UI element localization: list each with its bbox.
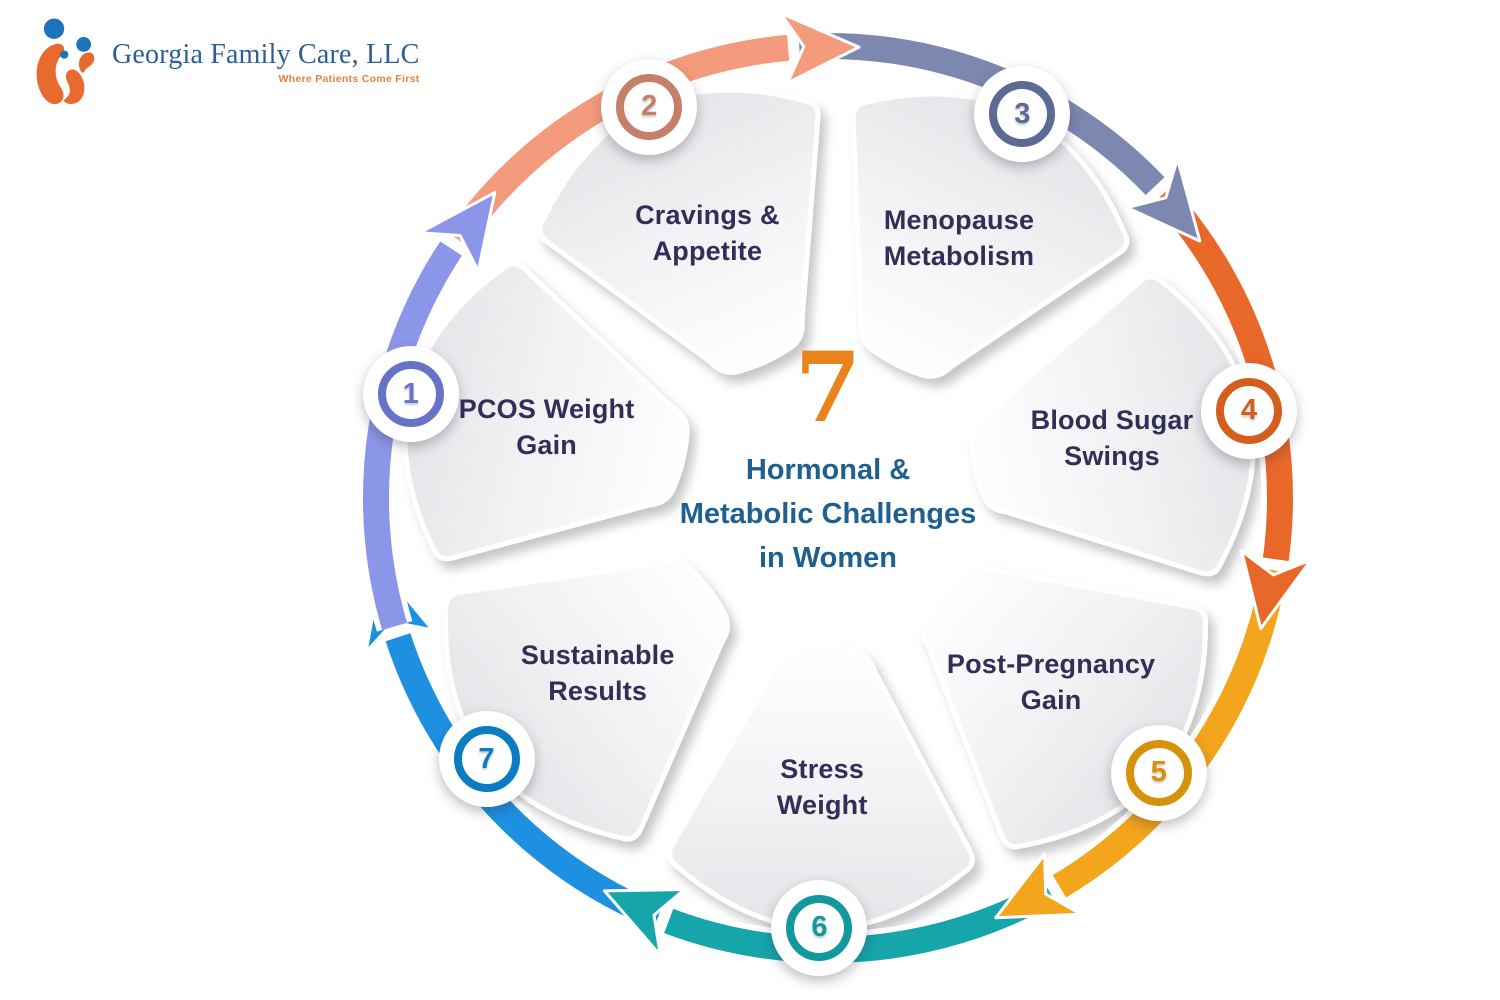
label-line: Weight bbox=[776, 789, 868, 820]
family-logo-icon bbox=[36, 18, 95, 105]
arrow-head-1 bbox=[418, 191, 497, 273]
title-line: in Women bbox=[758, 542, 898, 575]
badge-ring: 4 bbox=[1216, 377, 1283, 444]
badge-6: 6 bbox=[771, 879, 868, 976]
title-line: Hormonal & bbox=[745, 453, 911, 486]
label-line: Blood Sugar bbox=[1030, 405, 1194, 436]
arrow-head-4 bbox=[1240, 549, 1313, 631]
label-line: Gain bbox=[516, 429, 577, 460]
arrow-head-2 bbox=[779, 11, 861, 85]
label-line: Stress bbox=[780, 753, 865, 784]
label-line: Menopause bbox=[883, 205, 1035, 236]
badge-ring: 7 bbox=[453, 726, 520, 793]
petal-4 bbox=[968, 273, 1256, 577]
title-line: Metabolic Challenges bbox=[679, 497, 977, 530]
badge-number: 2 bbox=[641, 90, 658, 123]
arrow-head-5 bbox=[994, 852, 1083, 920]
badge-7: 7 bbox=[438, 711, 535, 808]
label-line: Cravings & bbox=[635, 200, 780, 231]
badge-1: 1 bbox=[362, 346, 459, 442]
challenge-count: 7 bbox=[794, 330, 862, 444]
logo: Georgia Family Care, LLC Where Patients … bbox=[30, 14, 420, 110]
badge-ring: 2 bbox=[616, 73, 683, 140]
label-line: Swings bbox=[1064, 441, 1160, 472]
arrow-head-6 bbox=[603, 888, 686, 957]
badge-ring: 6 bbox=[786, 894, 853, 961]
petal-2 bbox=[537, 87, 821, 375]
badge-number: 4 bbox=[1241, 394, 1258, 427]
label-line: PCOS Weight bbox=[458, 393, 635, 424]
badge-4: 4 bbox=[1201, 362, 1298, 459]
petal-6 bbox=[666, 645, 975, 933]
badge-ring: 5 bbox=[1125, 739, 1192, 806]
label-2: Cravings & Appetite bbox=[557, 198, 857, 270]
petal-1 bbox=[402, 261, 690, 562]
logo-text: Georgia Family Care, LLC Where Patients … bbox=[112, 39, 420, 85]
label-line: Gain bbox=[1020, 685, 1082, 716]
arrow-head-3 bbox=[1125, 157, 1202, 243]
label-line: Results bbox=[548, 676, 648, 707]
petal-3 bbox=[850, 91, 1130, 379]
badge-ring: 1 bbox=[377, 361, 444, 427]
badge-number: 5 bbox=[1150, 756, 1167, 789]
logo-name: Georgia Family Care, LLC bbox=[112, 39, 420, 70]
label-line: Metabolism bbox=[883, 241, 1035, 272]
badge-3: 3 bbox=[974, 66, 1071, 163]
label-line: Appetite bbox=[652, 236, 763, 267]
center-title: 7 Hormonal & Metabolic Challenges in Wom… bbox=[608, 330, 1048, 580]
badge-2: 2 bbox=[601, 58, 698, 155]
badge-number: 7 bbox=[478, 742, 495, 775]
badge-number: 3 bbox=[1014, 97, 1031, 130]
label-line: Sustainable bbox=[520, 640, 675, 671]
label-line: Post-Pregnancy bbox=[946, 649, 1156, 680]
badge-5: 5 bbox=[1110, 724, 1207, 821]
logo-tagline: Where Patients Come First bbox=[278, 73, 420, 85]
badge-ring: 3 bbox=[989, 81, 1056, 148]
badge-number: 1 bbox=[402, 377, 419, 410]
badge-number: 6 bbox=[811, 911, 828, 944]
petal-group bbox=[402, 87, 1256, 933]
